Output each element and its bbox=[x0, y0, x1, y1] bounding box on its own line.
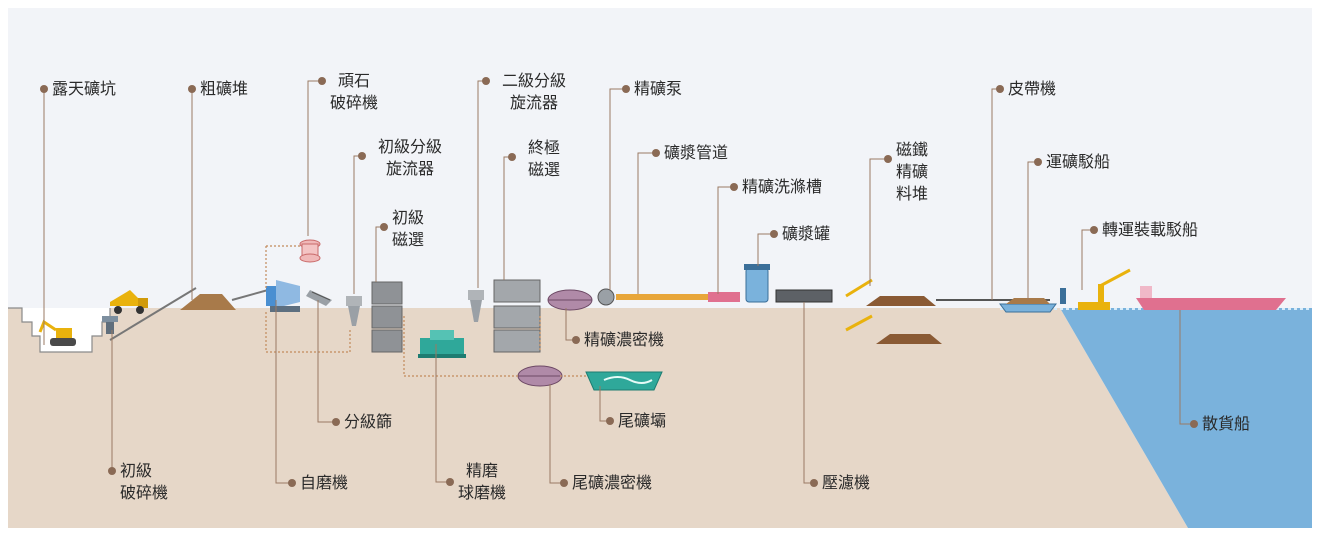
magnetite-stockpile-upper bbox=[866, 296, 936, 306]
concentrate-thickener-label: 精礦濃密機 bbox=[584, 330, 665, 349]
tailings-thickener-icon bbox=[517, 365, 563, 387]
pebble-crusher-leader-dot bbox=[318, 77, 326, 85]
belt-conveyor-leader-dot bbox=[996, 85, 1004, 93]
ore-stockpile-label: 粗礦堆 bbox=[200, 79, 249, 98]
primary-magnetic-separation-label: 初級 磁選 bbox=[392, 208, 425, 249]
primary-magnetic-separation-leader-dot bbox=[380, 223, 388, 231]
concentrate-thickener-leader-dot bbox=[572, 336, 580, 344]
open-pit-label: 露天礦坑 bbox=[52, 79, 117, 98]
screen-leader-line bbox=[317, 300, 336, 423]
ore-barge-leader-dot bbox=[1034, 158, 1042, 166]
transshipment-barge-icon bbox=[1060, 268, 1131, 310]
screen-label: 分級篩 bbox=[344, 412, 393, 431]
filter-press-icon bbox=[775, 289, 833, 303]
secondary-cyclone-leader-dot bbox=[482, 77, 490, 85]
magnetite-stockpile-lower bbox=[876, 334, 942, 344]
slurry-tank-leader-dot bbox=[770, 230, 778, 238]
concentrate-pump-label: 精礦泵 bbox=[634, 79, 683, 98]
sag-mill-leader-line bbox=[275, 300, 292, 484]
transshipment-barge-leader-dot bbox=[1090, 226, 1098, 234]
sag-mill-label: 自磨機 bbox=[300, 473, 349, 492]
slurry-pipeline-label: 礦漿管道 bbox=[664, 143, 729, 162]
tailings-thickener-leader-line bbox=[549, 384, 564, 484]
slurry-tank-leader-line bbox=[757, 233, 774, 266]
tailings-thickener-leader-dot bbox=[560, 479, 568, 487]
slurry-pipeline-icon bbox=[616, 294, 708, 300]
ore-stockpile-icon bbox=[180, 294, 236, 310]
primary-cyclone-leader-dot bbox=[358, 152, 366, 160]
tailings-dam-icon bbox=[585, 371, 663, 391]
conveyor-1 bbox=[109, 287, 197, 341]
screen-icon bbox=[306, 290, 332, 306]
primary-magnetic-separator-icon bbox=[371, 281, 403, 353]
sag-mill-leader-dot bbox=[288, 479, 296, 487]
final-magnetic-separation-leader-dot bbox=[508, 153, 516, 161]
bulk-carrier-leader-line bbox=[1179, 310, 1194, 425]
magnetite-concentrate-stockpile-label: 磁鐵 精礦 料堆 bbox=[896, 140, 929, 203]
concentrate-wash-tank-icon bbox=[708, 292, 740, 302]
filter-press-leader-dot bbox=[810, 479, 818, 487]
pebble-crusher-label: 頑石 破碎機 bbox=[330, 71, 379, 112]
secondary-cyclone-label: 二級分級 旋流器 bbox=[502, 71, 567, 112]
pebble-crusher-leader-line bbox=[307, 80, 322, 236]
secondary-cyclone-icon bbox=[468, 290, 484, 322]
regrind-ball-mill-icon bbox=[418, 330, 466, 358]
excavator-icon bbox=[38, 319, 76, 346]
primary-crusher-label: 初級 破碎機 bbox=[120, 461, 169, 502]
regrind-ball-mill-leader-line bbox=[435, 344, 450, 483]
screen-leader-dot bbox=[332, 418, 340, 426]
belt-conveyor-label: 皮帶機 bbox=[1008, 79, 1057, 98]
regrind-ball-mill-leader-dot bbox=[446, 478, 454, 486]
primary-crusher-leader-dot bbox=[108, 467, 116, 475]
concentrate-wash-tank-label: 精礦洗滌槽 bbox=[742, 177, 823, 196]
ore-stockpile-leader-dot bbox=[188, 85, 196, 93]
concentrate-thickener-icon bbox=[547, 289, 593, 311]
tailings-thickener-label: 尾礦濃密機 bbox=[572, 473, 653, 492]
slurry-tank-icon bbox=[744, 264, 770, 303]
bulk-carrier-label: 散貨船 bbox=[1202, 414, 1251, 433]
primary-cyclone-label: 初級分級 旋流器 bbox=[378, 137, 443, 178]
concentrate-pump-leader-dot bbox=[622, 85, 630, 93]
conveyor-2 bbox=[231, 289, 269, 301]
sea bbox=[1000, 308, 1312, 528]
concentrate-wash-tank-leader-dot bbox=[730, 183, 738, 191]
final-magnetic-separator-icon bbox=[493, 279, 541, 353]
bulk-carrier-icon bbox=[1136, 286, 1286, 310]
open-pit-leader-dot bbox=[40, 85, 48, 93]
bulk-carrier-leader-dot bbox=[1190, 420, 1198, 428]
pebble-crusher-icon bbox=[299, 239, 321, 263]
filter-press-label: 壓濾機 bbox=[822, 473, 871, 492]
ore-barge-cargo bbox=[1006, 298, 1050, 304]
slurry-tank-label: 礦漿罐 bbox=[782, 224, 831, 243]
concentrate-wash-tank-leader-line bbox=[717, 186, 734, 294]
magnetite-concentrate-stockpile-leader-dot bbox=[884, 155, 892, 163]
leader-dots bbox=[40, 77, 1198, 487]
sag-mill-icon bbox=[266, 280, 300, 312]
ground bbox=[8, 308, 1188, 528]
stacker-reclaimer-icon bbox=[845, 278, 873, 332]
primary-crusher-icon bbox=[102, 316, 118, 334]
ore-barge-label: 運礦駁船 bbox=[1046, 152, 1111, 171]
tailings-dam-label: 尾礦壩 bbox=[618, 411, 667, 430]
tailings-dam-leader-dot bbox=[606, 417, 614, 425]
concentrate-pump-icon bbox=[597, 288, 615, 306]
sky bbox=[8, 8, 1312, 308]
flow-lines bbox=[265, 245, 586, 377]
slurry-pipeline-leader-dot bbox=[652, 149, 660, 157]
transshipment-barge-label: 轉運裝載駁船 bbox=[1102, 220, 1199, 239]
primary-cyclone-icon bbox=[346, 296, 362, 326]
final-magnetic-separation-label: 終極 磁選 bbox=[528, 138, 561, 179]
regrind-ball-mill-label: 精磨 球磨機 bbox=[458, 461, 507, 502]
concentrate-pump-leader-line bbox=[609, 88, 626, 290]
ore-barge-icon bbox=[999, 303, 1057, 313]
slurry-pipeline-leader-line bbox=[637, 152, 656, 294]
leader-lines bbox=[43, 80, 1194, 484]
magnetite-concentrate-stockpile-leader-line bbox=[869, 158, 888, 286]
dump-truck-icon bbox=[110, 290, 148, 314]
